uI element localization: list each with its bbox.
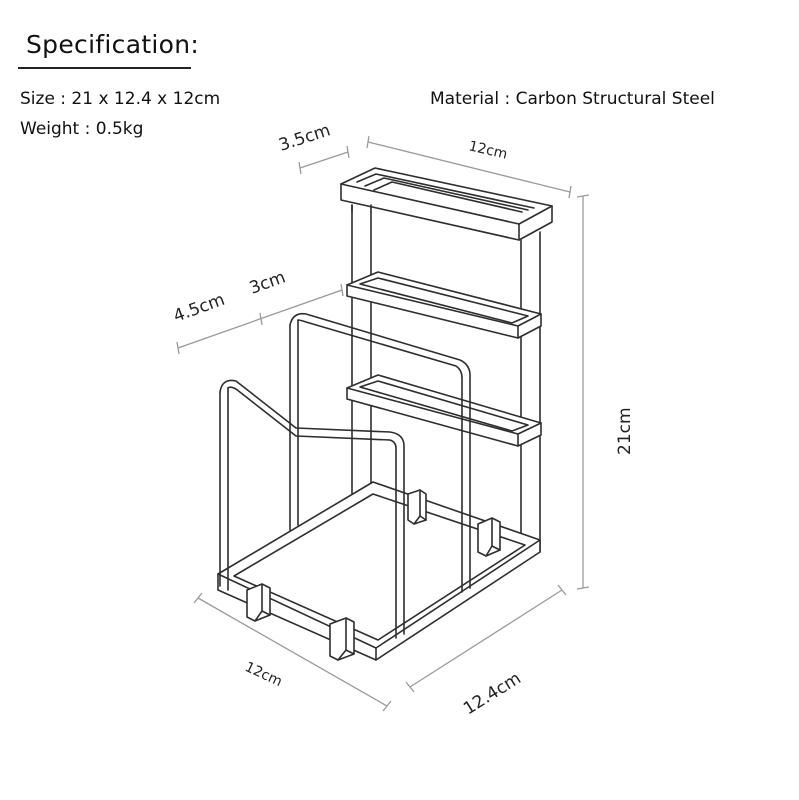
dim-shelf-depth: 4.5cm 3cm [171,267,344,355]
size-spec: Size : 21 x 12.4 x 12cm [20,89,221,109]
weight-spec: Weight : 0.5kg [20,119,144,139]
dim-base-width-label: 12cm [242,659,284,690]
spec-heading: Specification: [26,30,200,59]
dim-top-width-label: 12cm [467,138,509,162]
dim-height: 21cm [576,194,635,590]
material-spec: Material : Carbon Structural Steel [430,89,715,109]
dim-height-label: 21cm [615,407,635,455]
dim-shelf-depth-left-label: 4.5cm [171,290,228,327]
dim-base-depth-label: 12.4cm [460,668,525,719]
heading-underline [18,67,191,69]
dim-shelf-depth-right-label: 3cm [247,267,288,298]
dim-top-depth-label: 3.5cm [276,120,333,155]
rack-illustration [217,167,553,661]
dim-top-depth: 3.5cm [276,120,350,175]
